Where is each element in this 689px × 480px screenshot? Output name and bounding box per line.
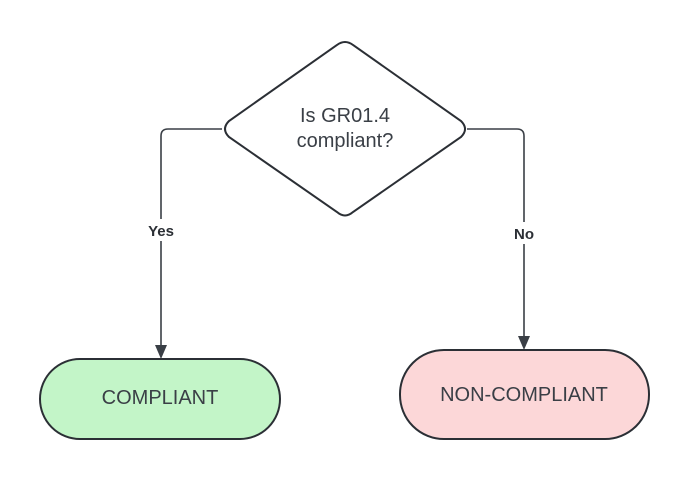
yes-arrowhead [155,345,167,359]
compliant-terminal[interactable] [39,358,281,440]
no-label-background [508,222,540,244]
decision-text-line2: compliant? [297,130,394,152]
non-compliant-terminal[interactable] [399,349,650,440]
non-compliant-label: NON-COMPLIANT [440,384,608,406]
decision-diamond[interactable] [224,41,466,217]
no-arrowhead [518,336,530,350]
yes-connector[interactable] [160,128,222,345]
no-connector[interactable] [467,128,525,336]
yes-label-background [142,219,180,241]
compliant-label: COMPLIANT [102,387,219,409]
decision-text-line1: Is GR01.4 [300,105,390,127]
yes-label: Yes [148,223,174,240]
no-label: No [514,226,534,243]
